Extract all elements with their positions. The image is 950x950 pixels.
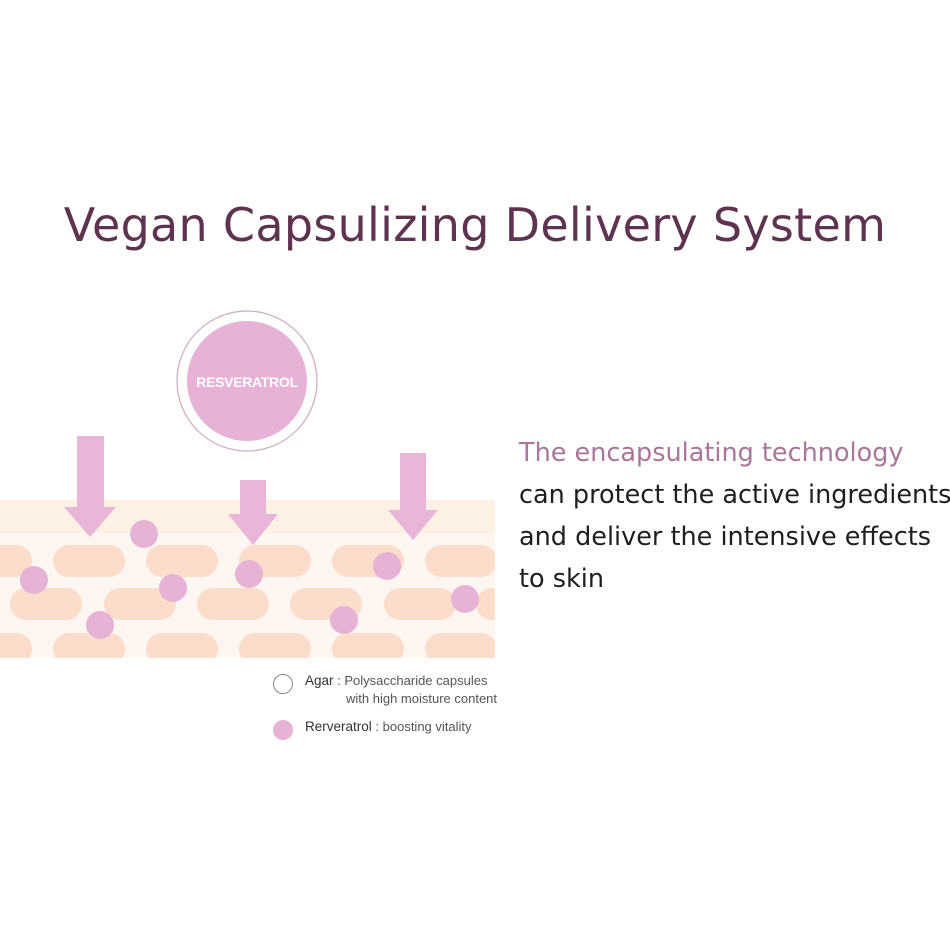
resveratrol-particle (159, 574, 187, 602)
legend: Agar : Polysaccharide capsules with high… (270, 672, 510, 740)
resveratrol-particle (20, 566, 48, 594)
resveratrol-particle (330, 606, 358, 634)
capsule-core (187, 321, 307, 441)
outlined-circle-icon (273, 674, 293, 694)
skin-cell (197, 588, 269, 620)
skin-cell (332, 633, 404, 658)
legend-item-agar: Agar : Polysaccharide capsules with high… (270, 672, 510, 708)
skin-cell (146, 633, 218, 658)
resveratrol-capsule: RESVERATROL (176, 310, 318, 452)
skin-cell (146, 545, 218, 577)
skin-cell (53, 633, 125, 658)
skin-cell (425, 545, 495, 577)
filled-pink-circle-icon (273, 720, 293, 740)
description-lead: The encapsulating technology (519, 438, 904, 468)
skin-cell (0, 545, 32, 577)
legend-name: Agar (305, 673, 334, 688)
legend-item-resveratrol: Rerveratrol : boosting vitality (270, 718, 510, 740)
down-arrow-icon (64, 436, 116, 537)
skin-cell (476, 588, 495, 620)
page-title: Vegan Capsulizing Delivery System (63, 198, 887, 252)
skin-cell (10, 588, 82, 620)
resveratrol-particle (451, 585, 479, 613)
capsule-label: RESVERATROL (196, 374, 298, 390)
skin-cell (384, 588, 456, 620)
legend-description-continued: with high moisture content (346, 691, 498, 706)
skin-cell (104, 588, 176, 620)
delivery-diagram: RESVERATROL (0, 310, 495, 658)
legend-name: Rerveratrol (305, 719, 372, 734)
resveratrol-particle (235, 560, 263, 588)
legend-description: : Polysaccharide capsules (337, 673, 488, 688)
skin-cell (425, 633, 495, 658)
description-line: to skin (519, 564, 605, 594)
skin-cell (239, 633, 311, 658)
resveratrol-particle (86, 611, 114, 639)
skin-cell (53, 545, 125, 577)
resveratrol-particle (373, 552, 401, 580)
legend-description: : boosting vitality (375, 719, 472, 734)
skin-cell (0, 633, 32, 658)
description: The encapsulating technology can protect… (519, 432, 950, 600)
description-line: and deliver the intensive effects (519, 522, 932, 552)
down-arrow-icon (228, 480, 278, 545)
resveratrol-particle (130, 520, 158, 548)
description-line: can protect the active ingredients (519, 480, 950, 510)
down-arrow-icon (388, 453, 438, 540)
